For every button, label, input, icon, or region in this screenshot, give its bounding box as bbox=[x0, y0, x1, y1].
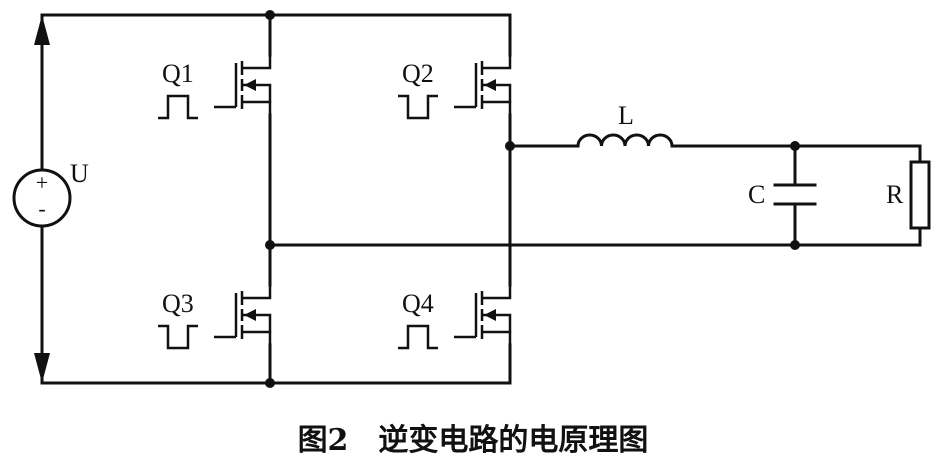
pulse-low-icon bbox=[156, 324, 200, 350]
switch-q1: Q1 bbox=[156, 53, 272, 120]
pulse-high-icon bbox=[156, 94, 200, 120]
switch-q4: Q4 bbox=[396, 283, 512, 350]
junction-dot bbox=[265, 10, 275, 20]
mosfet-icon bbox=[452, 53, 512, 117]
arrow-down-icon bbox=[34, 353, 50, 383]
inductor-label: L bbox=[618, 101, 634, 130]
capacitor: C bbox=[748, 180, 817, 209]
mosfet-icon bbox=[212, 53, 272, 117]
switch-label: Q2 bbox=[402, 59, 434, 88]
switch-label: Q3 bbox=[162, 289, 194, 318]
source-label: U bbox=[70, 159, 89, 188]
resistor: R bbox=[886, 160, 931, 230]
capacitor-label: C bbox=[748, 180, 765, 209]
source-minus: - bbox=[38, 196, 45, 221]
voltage-source: + - U bbox=[12, 15, 89, 383]
junction-dot bbox=[265, 378, 275, 388]
junction-dot bbox=[265, 240, 275, 250]
return-wire bbox=[268, 226, 922, 247]
arrow-up-icon bbox=[34, 15, 50, 45]
junction-dot bbox=[790, 240, 800, 250]
switch-label: Q4 bbox=[402, 289, 434, 318]
junction-dot bbox=[790, 141, 800, 151]
switch-q3: Q3 bbox=[156, 283, 272, 350]
junction-dot bbox=[505, 141, 515, 151]
output-wire-b bbox=[670, 144, 922, 164]
source-plus: + bbox=[36, 170, 48, 195]
pulse-high-icon bbox=[396, 324, 440, 350]
switch-label: Q1 bbox=[162, 59, 194, 88]
mosfet-icon bbox=[212, 283, 272, 347]
resistor-label: R bbox=[886, 180, 904, 209]
inductor-coil-icon bbox=[576, 133, 674, 148]
switch-q2: Q2 bbox=[396, 53, 512, 120]
inductor: L bbox=[576, 101, 674, 148]
figure-caption: 图2 逆变电路的电原理图 bbox=[298, 423, 649, 458]
mosfet-icon bbox=[452, 283, 512, 347]
circuit-wires bbox=[40, 13, 922, 385]
pulse-low-icon bbox=[396, 94, 440, 120]
junction-dots bbox=[265, 10, 800, 388]
source-circle bbox=[12, 168, 72, 228]
resistor-body-icon bbox=[909, 160, 931, 230]
